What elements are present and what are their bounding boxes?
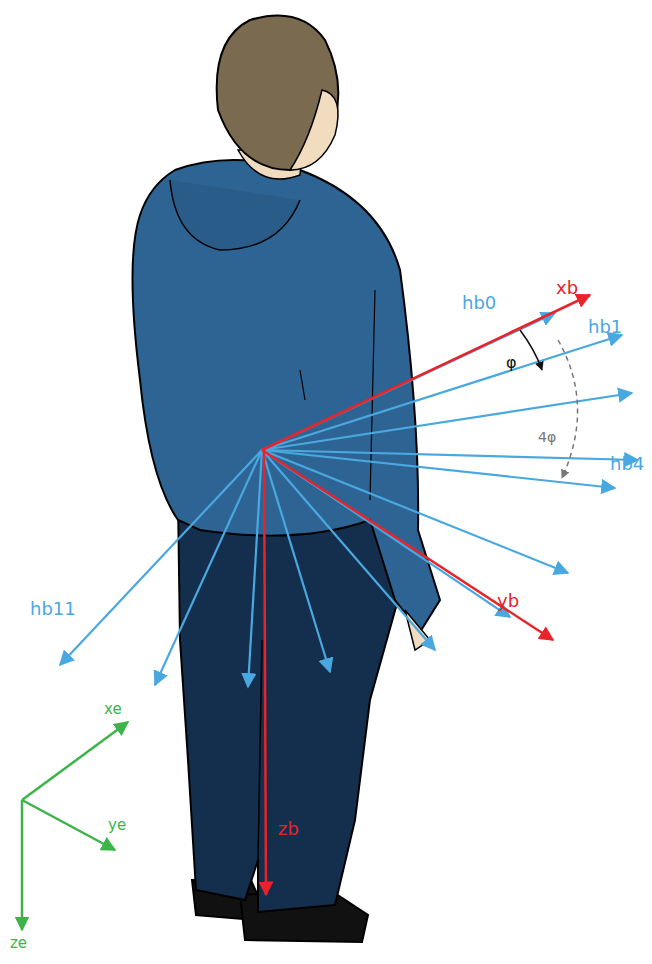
body-axes: [262, 295, 590, 895]
axis-label: ye: [108, 818, 126, 833]
vector-label: hb4: [610, 455, 644, 473]
heading-arrows: [60, 313, 638, 687]
axis-label: zb: [278, 820, 299, 838]
axis-label: yb: [497, 592, 519, 610]
angle-label: 4φ: [538, 430, 556, 444]
angle-label: φ: [506, 355, 517, 371]
axis-label: xb: [556, 279, 578, 297]
angle-arc: [520, 330, 542, 370]
earth-axes: [22, 722, 128, 930]
vector-label: hb0: [462, 294, 496, 312]
axis-label: xe: [104, 702, 122, 717]
vector-label: hb1: [588, 318, 622, 336]
vector-label: hb11: [30, 600, 76, 618]
axis-label: ze: [10, 936, 27, 951]
angle-arc: [558, 340, 578, 478]
